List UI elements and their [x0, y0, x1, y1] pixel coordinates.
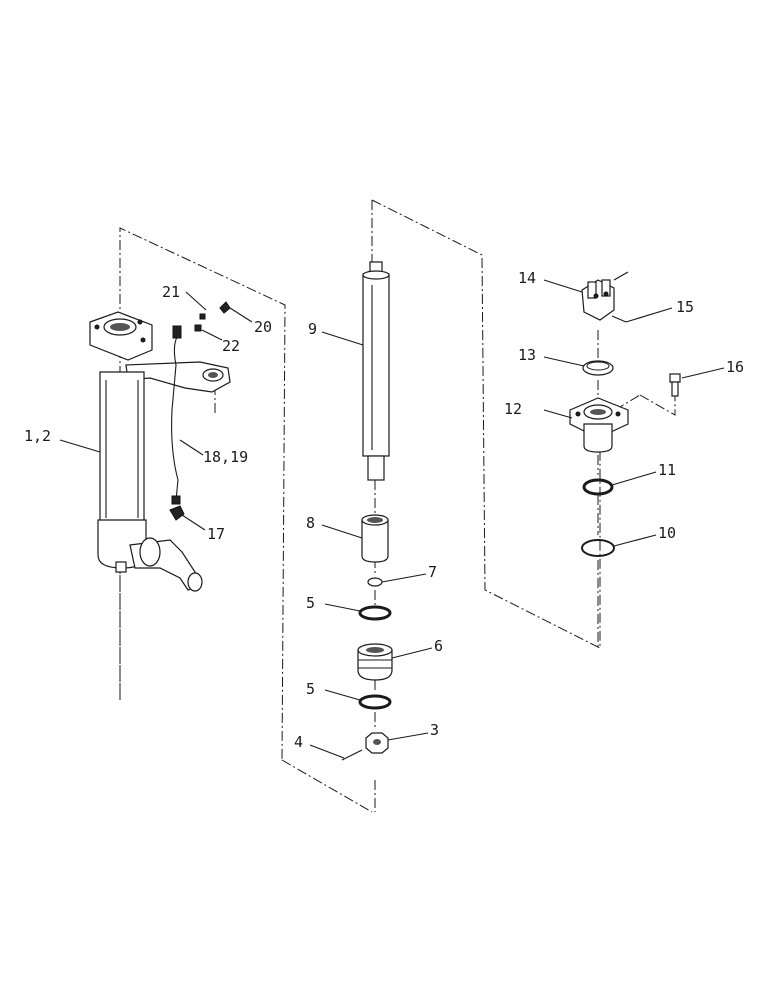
bearing-part — [357, 643, 393, 681]
grease-line-parts — [169, 301, 231, 521]
clevis-pin-part — [611, 315, 627, 323]
callout-14: 14 — [518, 269, 536, 287]
clevis-part — [581, 271, 629, 321]
callout-9: 9 — [308, 320, 317, 338]
upper-seal-ring-part — [582, 360, 614, 376]
callout-21: 21 — [162, 283, 180, 301]
callout-16: 16 — [726, 358, 744, 376]
bushing-part — [361, 514, 389, 563]
spindle-housing-part — [89, 311, 231, 592]
callout-5-lower: 5 — [306, 680, 315, 698]
small-washer-part — [367, 577, 383, 587]
seal-upper-part — [358, 605, 392, 621]
callout-20: 20 — [254, 318, 272, 336]
callout-11: 11 — [658, 461, 676, 479]
callout-13: 13 — [518, 346, 536, 364]
leader-lines — [59, 279, 725, 759]
nut-part — [365, 732, 389, 754]
callout-6: 6 — [434, 637, 443, 655]
callout-8: 8 — [306, 514, 315, 532]
callout-22: 22 — [222, 337, 240, 355]
ring-10-part — [581, 539, 615, 557]
ring-11-part — [582, 478, 614, 496]
seal-lower-part — [358, 694, 392, 710]
middle-panel-outline — [281, 199, 601, 813]
callout-18-19: 18,19 — [203, 448, 248, 466]
callout-12: 12 — [504, 400, 522, 418]
callout-1-2: 1,2 — [24, 427, 51, 445]
callout-3: 3 — [430, 721, 439, 739]
kingpin-part — [362, 261, 390, 481]
callout-4: 4 — [294, 733, 303, 751]
callout-7: 7 — [428, 563, 437, 581]
callout-17: 17 — [207, 525, 225, 543]
callout-labels: 1,2 21 20 22 18,19 17 9 8 7 5 6 5 3 4 14… — [24, 269, 744, 751]
bolt-part — [669, 373, 681, 397]
flange-cap-part — [569, 397, 629, 453]
left-panel-outline — [119, 227, 286, 761]
cotter-pin-part — [341, 749, 363, 761]
callout-10: 10 — [658, 524, 676, 542]
right-panel-outline — [597, 330, 676, 648]
callout-5-upper: 5 — [306, 594, 315, 612]
callout-15: 15 — [676, 298, 694, 316]
